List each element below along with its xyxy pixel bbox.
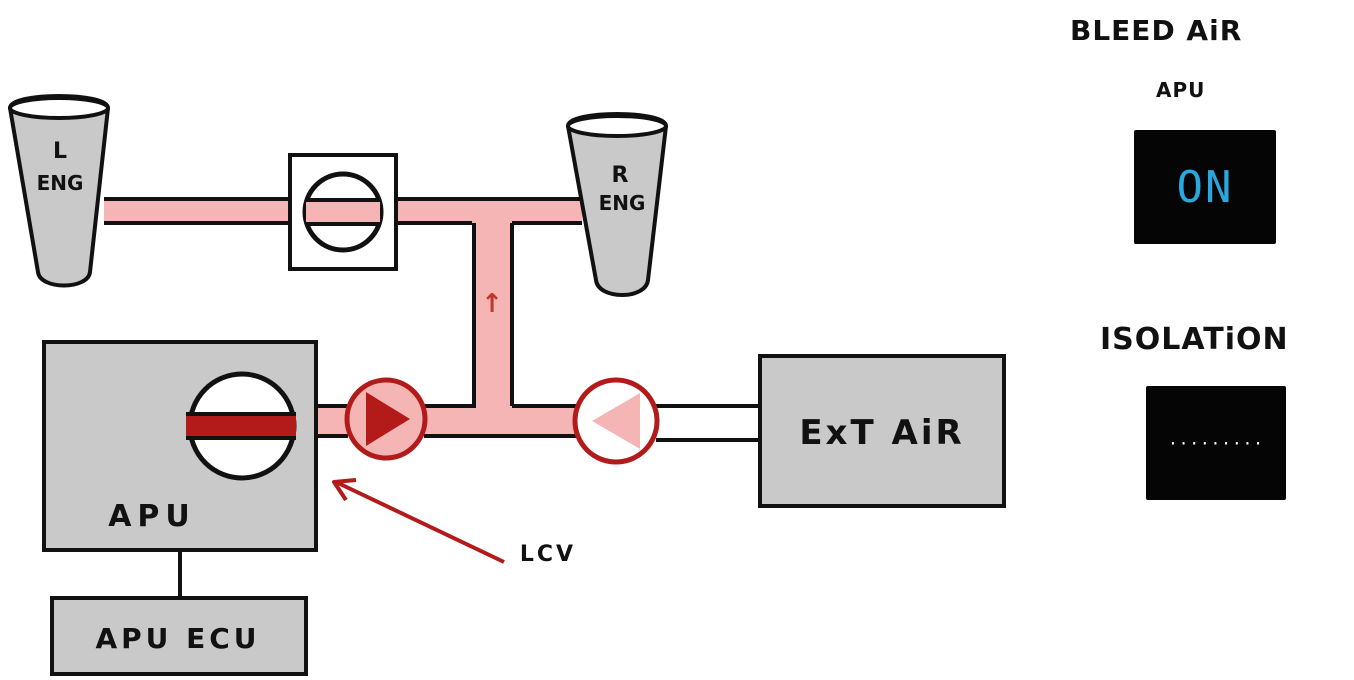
panel-title: BLEED AiR: [1070, 14, 1243, 47]
flow-arrow-icon: ↑: [481, 289, 503, 319]
lcv-pointer-arrow-icon: [332, 478, 505, 564]
load-control-valve: [186, 371, 297, 481]
isolation-label: ISOLATiON: [1100, 322, 1289, 357]
ext-air-duct: [656, 404, 760, 442]
apu-ecu: APU ECU: [50, 552, 308, 676]
right-engine-label-eng: ENG: [599, 191, 646, 215]
right-engine: R ENG: [565, 112, 669, 297]
apu-bleed-label: APU: [1156, 78, 1206, 102]
ext-air-check-valve-icon: [572, 377, 660, 465]
apu-bleed-button[interactable]: ON: [1134, 130, 1276, 244]
apu-label: APU: [108, 499, 196, 534]
isolation-button-text: ·········: [1168, 433, 1264, 453]
ext-air-label: ExT AiR: [799, 413, 964, 453]
apu-check-valve-icon: [344, 377, 428, 461]
crossbleed-valve: [288, 153, 398, 271]
apu-ecu-label: APU ECU: [95, 622, 260, 655]
left-engine: L ENG: [7, 94, 111, 288]
ext-air-source: ExT AiR: [758, 354, 1006, 508]
left-engine-label-l: L: [53, 139, 67, 164]
apu-bleed-button-text: ON: [1176, 161, 1234, 213]
apu-riser-duct: [472, 223, 514, 406]
lcv-label: LCV: [520, 542, 576, 567]
isolation-button[interactable]: ·········: [1146, 386, 1286, 500]
left-engine-label-eng: ENG: [37, 171, 84, 195]
right-engine-label-r: R: [612, 163, 629, 188]
